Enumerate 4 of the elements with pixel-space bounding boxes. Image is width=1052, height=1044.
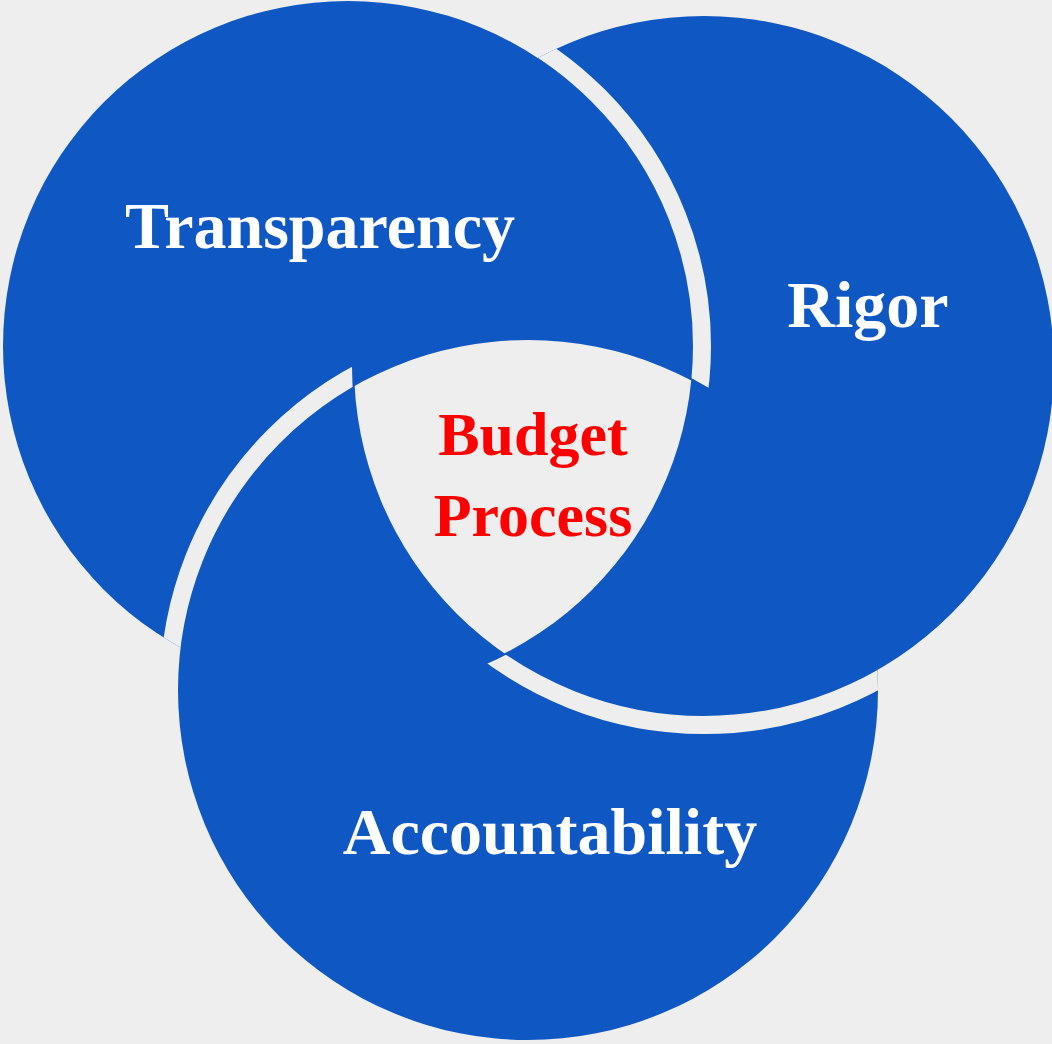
center-label: Budget Process <box>432 399 634 551</box>
circle-label: Accountability <box>342 794 758 871</box>
circle-label: Rigor <box>787 267 949 344</box>
circle-label: Transparency <box>125 188 515 265</box>
